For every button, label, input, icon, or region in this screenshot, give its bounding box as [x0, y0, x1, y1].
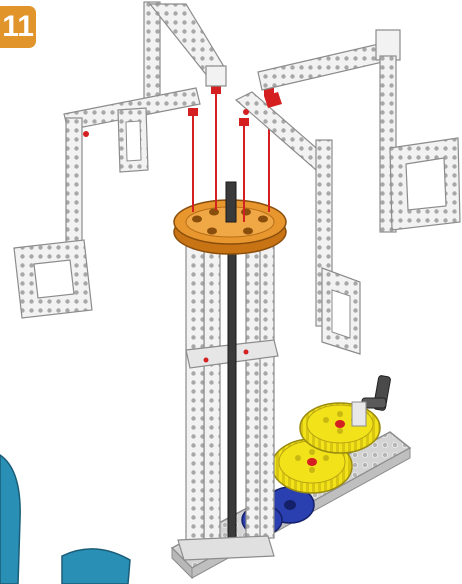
teal-part-bottom: [62, 549, 130, 584]
arm-left: [14, 88, 200, 318]
yellow-gear-upper: [300, 403, 380, 453]
teal-part-left: [0, 455, 20, 584]
